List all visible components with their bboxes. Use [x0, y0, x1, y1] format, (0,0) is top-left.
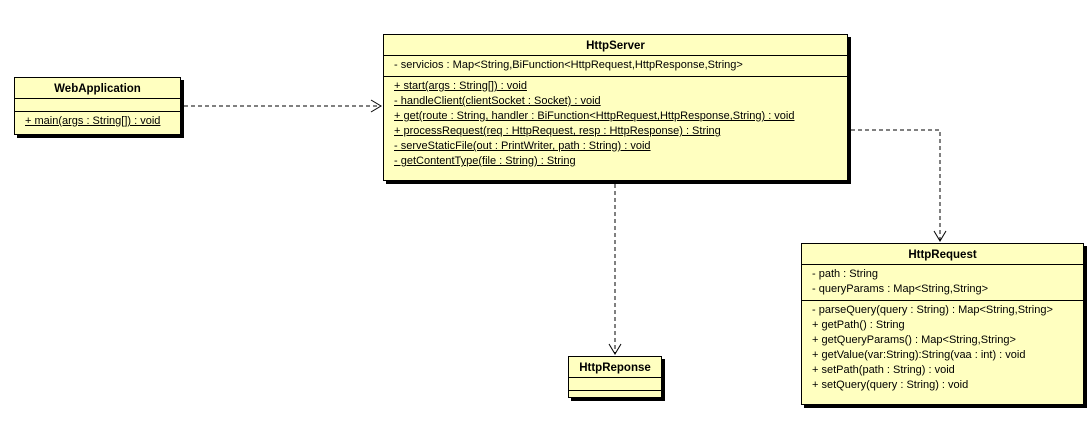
operation-setpath: + setPath(path : String) : void [812, 364, 955, 376]
operation-start: + start(args : String[]) : void [394, 80, 527, 92]
class-name: HttpReponse [569, 357, 661, 378]
class-webapplication[interactable]: WebApplication + main(args : String[]) :… [14, 77, 181, 135]
operation-processrequest: + processRequest(req : HttpRequest, resp… [394, 125, 721, 137]
arrowhead-httpserver-httpreponse [608, 343, 622, 355]
attributes-compartment [569, 378, 661, 391]
attribute-path: - path : String [812, 268, 879, 280]
attributes-compartment: - servicios : Map<String,BiFunction<Http… [384, 56, 847, 77]
attribute-queryparams: - queryParams : Map<String,String> [812, 283, 989, 295]
class-name: WebApplication [15, 78, 180, 99]
attribute-servicios: - servicios : Map<String,BiFunction<Http… [394, 59, 743, 71]
operation-handleclient: - handleClient(clientSocket : Socket) : … [394, 95, 601, 107]
dependency-httpserver-httprequest [851, 129, 941, 241]
class-name: HttpServer [384, 35, 847, 56]
arrowhead-httpserver-httprequest [933, 230, 947, 242]
operations-compartment: - parseQuery(query : String) : Map<Strin… [802, 301, 1083, 396]
class-httpreponse[interactable]: HttpReponse [568, 356, 662, 398]
operations-compartment: + main(args : String[]) : void [15, 112, 180, 132]
class-httprequest[interactable]: HttpRequest - path : String - queryParam… [801, 243, 1084, 405]
operation-getcontenttype: - getContentType(file : String) : String [394, 155, 576, 167]
class-name: HttpRequest [802, 244, 1083, 265]
arrowhead-webapplication-httpserver [370, 99, 382, 113]
operation-servestaticfile: - serveStaticFile(out : PrintWriter, pat… [394, 140, 651, 152]
operations-compartment [569, 391, 661, 403]
attributes-compartment: - path : String - queryParams : Map<Stri… [802, 265, 1083, 301]
operation-getpath: + getPath() : String [812, 319, 905, 331]
operation-setquery: + setQuery(query : String) : void [812, 379, 969, 391]
operation-getvalue: + getValue(var:String):String(vaa : int)… [812, 349, 1026, 361]
operations-compartment: + start(args : String[]) : void - handle… [384, 77, 847, 172]
class-httpserver[interactable]: HttpServer - servicios : Map<String,BiFu… [383, 34, 848, 181]
operation-get: + get(route : String, handler : BiFuncti… [394, 110, 795, 122]
attributes-compartment [15, 99, 180, 112]
operation-getqueryparams: + getQueryParams() : Map<String,String> [812, 334, 1016, 346]
operation-parsequery: - parseQuery(query : String) : Map<Strin… [812, 304, 1053, 316]
operation-main: + main(args : String[]) : void [25, 115, 161, 127]
